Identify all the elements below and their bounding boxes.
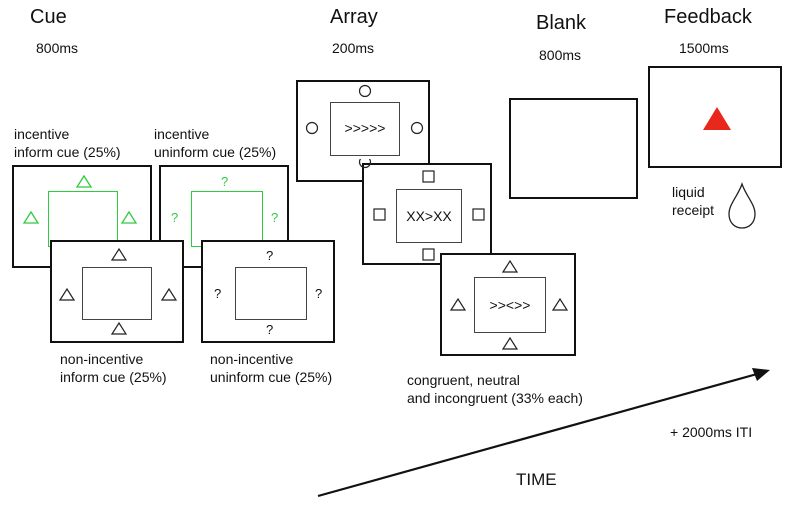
question-mark-left: ?	[214, 286, 222, 301]
water-drop-icon	[728, 182, 756, 229]
outline-triangle-icons	[58, 247, 178, 335]
liquid-receipt-label: liquid receipt	[672, 183, 714, 219]
circle-icons	[305, 84, 424, 135]
array-inner-box	[396, 189, 462, 243]
blank-duration: 800ms	[539, 47, 582, 63]
array-caption: congruent, neutral and incongruent (33% …	[407, 371, 583, 407]
question-mark-top: ?	[266, 248, 274, 263]
feedback-title: Feedback	[664, 6, 752, 28]
noninc-uninform-label-line2: uninform cue (25%)	[210, 369, 333, 385]
circle-icon-partial	[358, 159, 372, 169]
incentive-uninform-label-line2: uninform cue (25%)	[154, 144, 277, 160]
liquid-receipt-line1: liquid	[672, 184, 705, 200]
incentive-uninform-label-line1: incentive	[154, 126, 210, 142]
question-mark-left: ?	[171, 210, 179, 225]
incentive-inform-inner-box	[48, 191, 118, 247]
congruent-arrows: >>>>>	[344, 120, 386, 136]
incongruent-arrows: >><>>	[489, 297, 531, 313]
array-frame-neutral: XX>XX	[358, 159, 492, 265]
array-caption-line1: congruent, neutral	[407, 372, 520, 388]
array-duration: 200ms	[332, 40, 375, 56]
question-mark-bottom: ?	[266, 322, 274, 337]
time-label: TIME	[516, 470, 557, 489]
noninc-uninform-label: non-incentive uninform cue (25%)	[210, 350, 332, 386]
array-title: Array	[330, 6, 378, 28]
incentive-inform-label-line1: incentive	[14, 126, 70, 142]
feedback-frame	[648, 66, 782, 168]
red-triangle-icon	[703, 107, 731, 130]
question-mark-right: ?	[315, 286, 323, 301]
liquid-receipt-line2: receipt	[672, 202, 715, 218]
array-caption-line2: and incongruent (33% each)	[407, 390, 583, 406]
array-inner-box	[474, 277, 546, 333]
noninc-uninform-cue-frame: ? ? ? ?	[201, 240, 335, 343]
feedback-duration: 1500ms	[679, 40, 729, 56]
blank-frame	[509, 98, 638, 199]
array-inner-box	[330, 102, 400, 156]
noninc-inform-cue-frame	[50, 240, 184, 343]
noninc-uninform-inner-box	[235, 267, 307, 320]
cue-title: Cue	[30, 6, 67, 28]
noninc-uninform-label-line1: non-incentive	[210, 351, 294, 367]
array-frame-incongruent: >><>>	[440, 253, 576, 356]
incentive-inform-label: incentive inform cue (25%)	[14, 125, 121, 161]
noninc-inform-inner-box	[82, 267, 152, 320]
green-triangle-icons	[22, 174, 138, 224]
cue-duration: 800ms	[36, 40, 79, 56]
neutral-flanker-string: XX>XX	[406, 208, 452, 224]
question-mark-right: ?	[271, 210, 279, 225]
incentive-uninform-inner-box	[191, 191, 263, 247]
outline-triangle-icons	[449, 259, 569, 350]
blank-title: Blank	[536, 12, 587, 34]
incentive-inform-label-line2: inform cue (25%)	[14, 144, 121, 160]
noninc-inform-label-line2: inform cue (25%)	[60, 369, 167, 385]
iti-label: + 2000ms ITI	[670, 424, 753, 440]
question-mark-top: ?	[221, 174, 229, 189]
square-icons	[373, 170, 485, 261]
incentive-uninform-label: incentive uninform cue (25%)	[154, 125, 276, 161]
noninc-inform-label-line1: non-incentive	[60, 351, 144, 367]
noninc-inform-label: non-incentive inform cue (25%)	[60, 350, 167, 386]
